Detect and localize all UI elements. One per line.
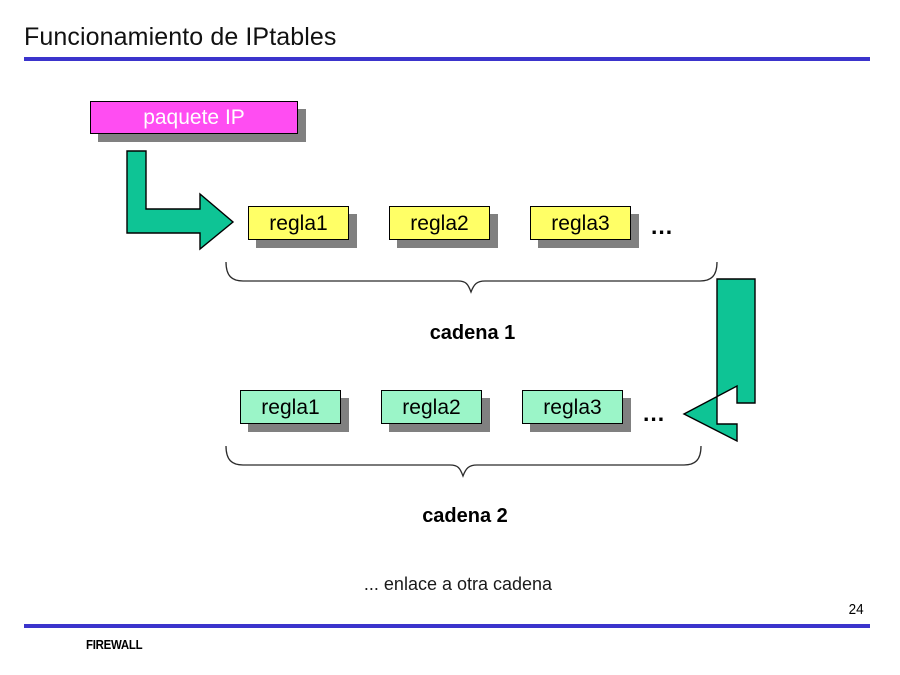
rule-label: regla3 bbox=[543, 395, 602, 419]
link-caption: ... enlace a otra cadena bbox=[363, 574, 553, 594]
rule-label: regla1 bbox=[269, 211, 328, 235]
page-number: 24 bbox=[848, 601, 864, 618]
chain2-rule-3: regla3 bbox=[522, 390, 623, 424]
footer-divider bbox=[24, 624, 870, 628]
chain2-brace bbox=[225, 445, 702, 478]
chain-link-arrow bbox=[682, 278, 756, 443]
title-divider bbox=[24, 57, 870, 61]
chain2-rule-2: regla2 bbox=[381, 390, 482, 424]
rule-label: regla3 bbox=[551, 211, 610, 235]
chain1-label: cadena 1 bbox=[429, 322, 516, 344]
chain1-rule-2: regla2 bbox=[389, 206, 490, 240]
chain1-rule-3: regla3 bbox=[530, 206, 631, 240]
chain1-rule-1: regla1 bbox=[248, 206, 349, 240]
chain2-rule-1: regla1 bbox=[240, 390, 341, 424]
rule-label: regla2 bbox=[402, 395, 461, 419]
chain1-ellipsis: ... bbox=[651, 213, 674, 239]
entry-arrow bbox=[126, 150, 235, 251]
chain2-ellipsis: ... bbox=[643, 400, 666, 426]
rule-label: regla1 bbox=[261, 395, 320, 419]
page-title: Funcionamiento de IPtables bbox=[24, 23, 337, 51]
footer-label: FIREWALL bbox=[86, 637, 143, 652]
rule-label: regla2 bbox=[410, 211, 469, 235]
packet-box: paquete IP bbox=[90, 101, 298, 134]
packet-box-label: paquete IP bbox=[143, 106, 245, 129]
chain2-label: cadena 2 bbox=[422, 505, 508, 527]
chain1-brace bbox=[225, 261, 718, 294]
